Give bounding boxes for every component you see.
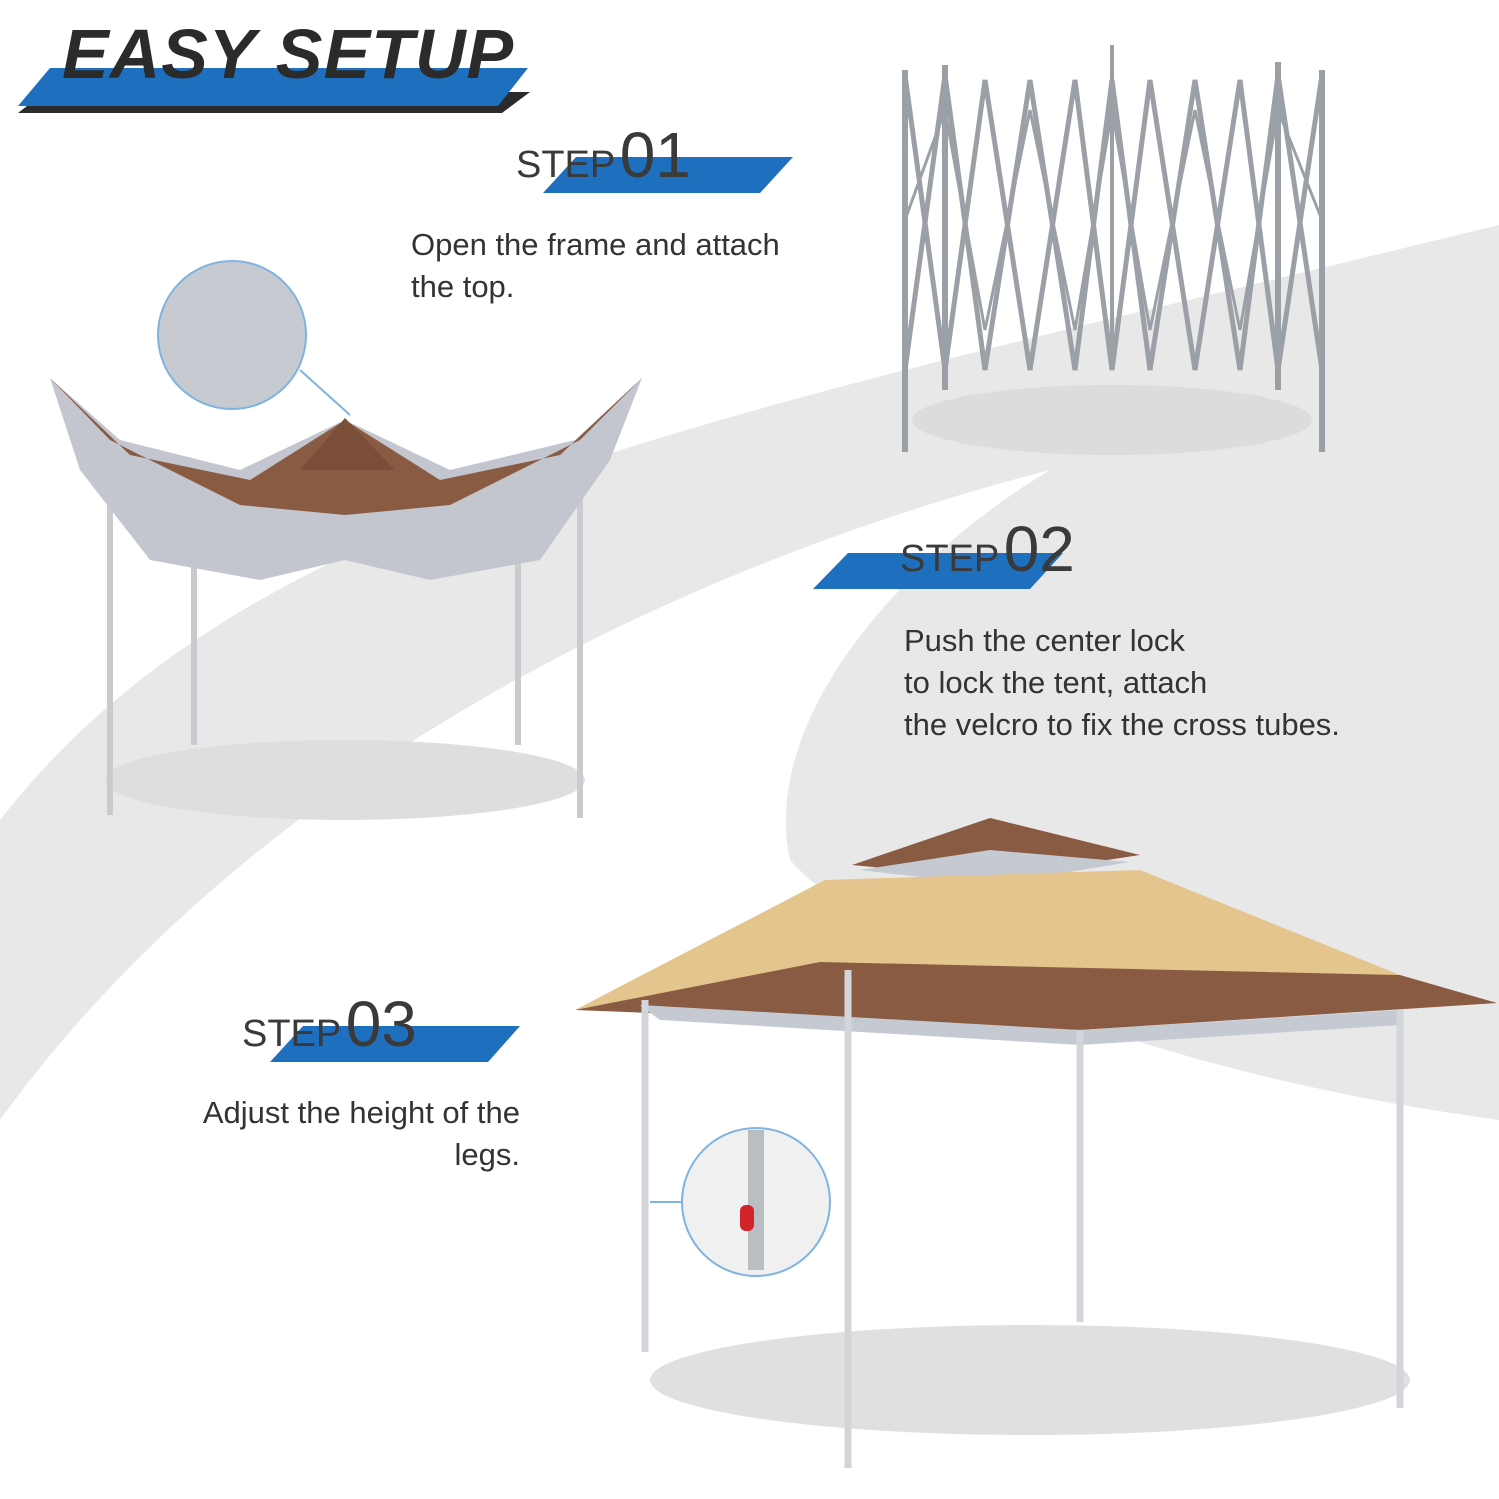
step-03-heading: STEP 03 (242, 987, 417, 1061)
step-02-number: 02 (1003, 513, 1075, 585)
background-swoosh-lower (0, 1120, 560, 1499)
step-02-heading: STEP 02 (900, 512, 1075, 586)
step-01-word: STEP (516, 144, 616, 186)
step-01-heading: STEP 01 (516, 118, 691, 192)
step-02-line-2: to lock the tent, attach (904, 665, 1208, 700)
step-01-description: Open the frame and attach the top. (411, 224, 780, 308)
step-01-number: 01 (619, 119, 691, 191)
page-title: EASY SETUP (62, 15, 515, 93)
step-03-bar (270, 1026, 520, 1062)
step-02-bar (813, 553, 1063, 589)
step-01-canopy-image (50, 260, 642, 820)
step-02-line-1: Push the center lock (904, 623, 1185, 658)
step-02-word: STEP (900, 538, 1000, 580)
step-01-bar (543, 157, 793, 193)
title-banner-blue (18, 68, 528, 106)
step-03-number: 03 (345, 988, 417, 1060)
step-02-description: Push the center lock to lock the tent, a… (904, 620, 1340, 746)
step-01-detail-circle (157, 260, 307, 410)
folded-frame-image (902, 45, 1325, 455)
step-03-word: STEP (242, 1013, 342, 1055)
final-canopy-image (575, 818, 1497, 1468)
step-03-line-1: Adjust the height of the (202, 1095, 520, 1130)
step-01-line-1: Open the frame and attach (411, 227, 780, 262)
step-03-description: Adjust the height of the legs. (150, 1092, 520, 1176)
step-02-line-3: the velcro to fix the cross tubes. (904, 707, 1340, 742)
step-03-line-2: legs. (454, 1137, 520, 1172)
step-01-line-2: the top. (411, 269, 515, 304)
